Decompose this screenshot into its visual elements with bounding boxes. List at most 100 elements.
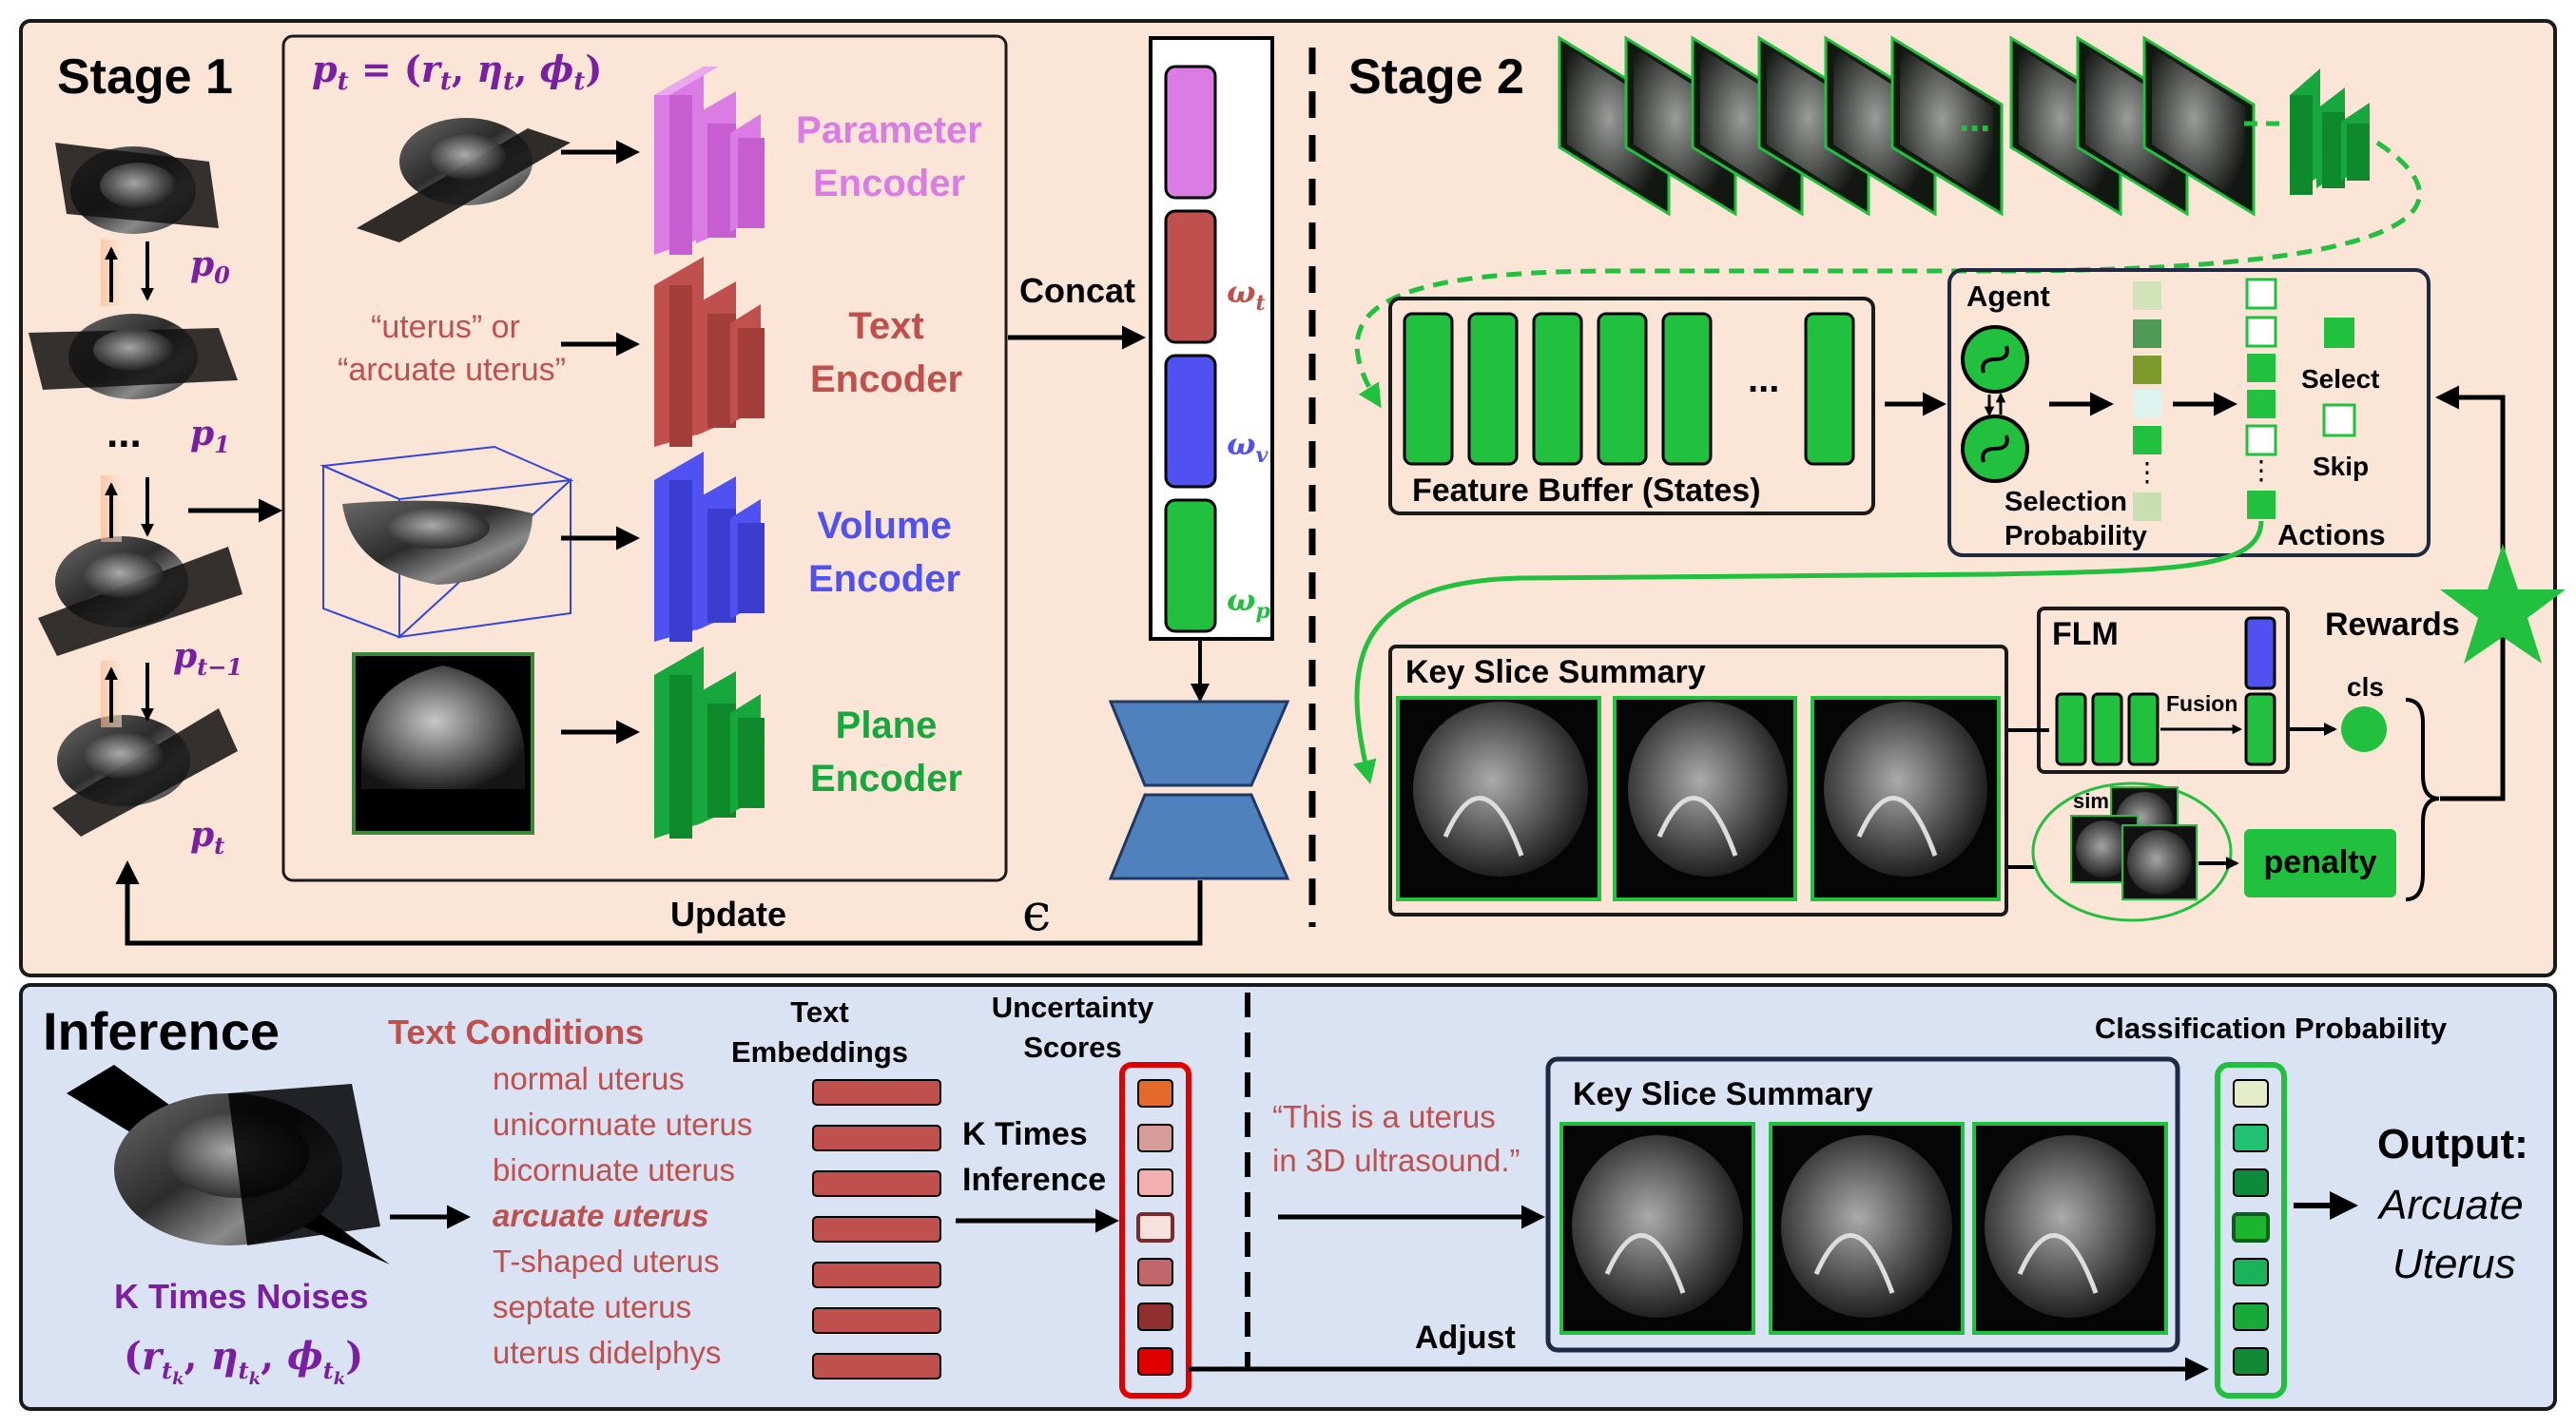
epsilon-symbol: ϵ xyxy=(1022,882,1051,942)
stage2-summary-slices xyxy=(1396,696,2001,901)
pose-label-p1: p1 xyxy=(190,414,230,458)
output-label: Output: xyxy=(2377,1121,2528,1167)
plane-input-image xyxy=(352,652,534,835)
text-condition-list: normal uterus unicornuate uterus bicornu… xyxy=(493,1061,752,1370)
select-label: Select xyxy=(2301,364,2380,394)
flm-cells xyxy=(2055,616,2276,766)
select-legend-icon xyxy=(2324,318,2354,348)
text-prompt-line1: “uterus” or xyxy=(371,309,520,345)
k-times-line2: Inference xyxy=(962,1162,1106,1198)
prompt-quote-line1: “This is a uterus xyxy=(1272,1099,1496,1134)
classification-column xyxy=(2215,1062,2287,1399)
parameter-input-volume xyxy=(357,118,571,242)
classification-cell xyxy=(2233,1079,2269,1108)
inference-summary-title: Key Slice Summary xyxy=(1573,1076,1873,1112)
feature-buffer xyxy=(1388,297,1875,515)
encoder-label-parameter-2: Encoder xyxy=(813,163,965,204)
classification-cell xyxy=(2233,1258,2269,1286)
actions-ellipsis: ⋮ xyxy=(2248,455,2275,485)
selection-probability-column xyxy=(2133,281,2161,521)
volume-encoder-block xyxy=(654,452,765,642)
flm-label: FLM xyxy=(2052,616,2119,652)
selection-probability-line1: Selection xyxy=(2005,487,2127,517)
param-formula: pt = (rt, ηt, ϕt) xyxy=(312,48,602,96)
inference-noise-volume xyxy=(67,1065,390,1264)
pose-update-arrows xyxy=(101,240,154,727)
pose-sequence xyxy=(29,143,242,837)
penalty-box xyxy=(2244,829,2396,897)
encoder-label-volume-1: Volume xyxy=(817,505,952,547)
text-embeddings-line2: Embeddings xyxy=(731,1035,908,1069)
cls-node xyxy=(2341,706,2387,752)
feature-buffer-ellipsis: ... xyxy=(1748,358,1779,400)
embedding-param xyxy=(1164,65,1217,200)
penalty-label: penalty xyxy=(2263,844,2376,880)
actions-label: Actions xyxy=(2277,518,2386,551)
classification-cell xyxy=(2233,1347,2269,1376)
slice-ellipsis: ... xyxy=(1959,98,1990,140)
encoder-label-text-1: Text xyxy=(848,305,923,347)
rewards-star-icon xyxy=(2440,544,2566,664)
feature-buffer-cells xyxy=(1403,312,1855,466)
classification-probability-title: Classification Probability xyxy=(2095,1012,2448,1045)
encoder-box xyxy=(281,34,1008,882)
stage2-title: Stage 2 xyxy=(1348,49,1524,105)
noise-label: K Times Noises xyxy=(114,1277,368,1316)
k-times-line1: K Times xyxy=(962,1116,1088,1152)
skip-legend-icon xyxy=(2322,403,2356,437)
stage1-title: Stage 1 xyxy=(57,49,233,105)
inference-title: Inference xyxy=(43,1001,280,1061)
embedding-plane xyxy=(1164,498,1217,633)
actions-to-summary-curve xyxy=(1353,520,2264,784)
classification-cells xyxy=(2232,1079,2270,1376)
condition-item: normal uterus xyxy=(493,1061,685,1096)
classification-cell xyxy=(2233,1124,2269,1152)
classification-cell xyxy=(2232,1212,2270,1243)
encoder-label-text-2: Encoder xyxy=(810,358,962,400)
encoder-label-plane-2: Encoder xyxy=(810,758,962,800)
encoder-label-parameter-1: Parameter xyxy=(796,109,982,151)
skip-label: Skip xyxy=(2313,452,2369,481)
adjust-label: Adjust xyxy=(1415,1320,1516,1356)
agent-box xyxy=(1947,268,2431,557)
stage2-summary-box xyxy=(1388,645,2008,917)
uncertainty-line2: Scores xyxy=(1023,1031,1121,1064)
pose-label-pt-1: pt−1 xyxy=(173,636,242,681)
uterus-volume-pt-1 xyxy=(38,536,242,656)
uncertainty-cells xyxy=(1136,1079,1174,1376)
prob-ellipsis: ⋮ xyxy=(2134,457,2160,487)
uncertainty-cell xyxy=(1137,1124,1173,1152)
uncertainty-cell xyxy=(1137,1303,1173,1331)
update-loop-arrow xyxy=(115,860,1203,946)
selection-probability-line2: Probability xyxy=(2005,521,2147,551)
text-conditions-title: Text Conditions xyxy=(388,1013,644,1052)
inference-summary-box xyxy=(1545,1056,2180,1353)
pose-label-pt: pt xyxy=(190,815,224,859)
condition-item-highlighted: arcuate uterus xyxy=(493,1198,708,1233)
uncertainty-cell xyxy=(1137,1079,1173,1108)
text-embedding-bars xyxy=(812,1079,941,1380)
uterus-volume-pt xyxy=(52,708,238,837)
decoder-network xyxy=(1108,700,1290,880)
output-value-line2: Uterus xyxy=(2392,1241,2516,1287)
classification-cell xyxy=(2233,1168,2269,1197)
output-value-line1: Arcuate xyxy=(2376,1182,2524,1228)
text-encoder-block xyxy=(654,257,765,447)
condition-item: unicornuate uterus xyxy=(493,1107,752,1142)
condition-item: T-shaped uterus xyxy=(493,1244,719,1279)
actions-column xyxy=(2245,278,2277,519)
condition-item: bicornuate uterus xyxy=(493,1152,735,1187)
cls-label: cls xyxy=(2347,672,2384,702)
rewards-label: Rewards xyxy=(2325,607,2460,643)
flm-box xyxy=(2037,607,2290,774)
feature-buffer-label: Feature Buffer (States) xyxy=(1412,473,1761,509)
slice-stack xyxy=(1558,35,2256,217)
condition-item: septate uterus xyxy=(493,1289,691,1324)
pose-ellipsis: ... xyxy=(107,410,142,456)
text-prompt-line2: “arcuate uterus” xyxy=(338,352,566,388)
sim-label: sim xyxy=(2073,789,2109,813)
uterus-volume-p1 xyxy=(29,314,238,399)
encoder-label-volume-2: Encoder xyxy=(808,558,960,600)
reward-brace xyxy=(2405,698,2440,901)
